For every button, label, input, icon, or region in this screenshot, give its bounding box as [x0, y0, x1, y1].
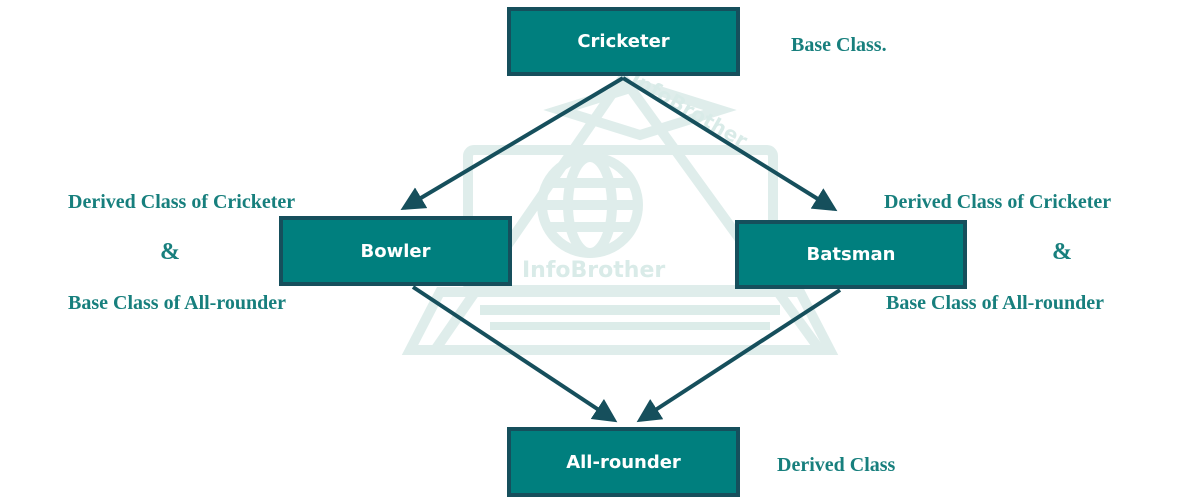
- annotation-batsman-base: Base Class of All-rounder: [886, 292, 1104, 314]
- watermark-brand-center: InfoBrother: [522, 258, 665, 283]
- class-box-batsman: Batsman: [735, 220, 967, 289]
- class-label-batsman: Batsman: [806, 244, 896, 265]
- annotation-bowler-base: Base Class of All-rounder: [68, 292, 286, 314]
- annotation-derived-class: Derived Class: [777, 454, 896, 476]
- annotation-bowler-ampersand: &: [160, 239, 180, 265]
- annotation-bowler-derived: Derived Class of Cricketer: [68, 191, 296, 213]
- annotation-base-class: Base Class.: [791, 34, 887, 56]
- arrow-batsman-to-allrounder: [636, 288, 842, 423]
- arrow-bowler-to-allrounder: [411, 285, 618, 423]
- class-label-cricketer: Cricketer: [577, 31, 670, 52]
- class-label-bowler: Bowler: [360, 240, 431, 262]
- annotation-batsman-derived: Derived Class of Cricketer: [884, 191, 1112, 213]
- annotation-batsman-ampersand: &: [1052, 239, 1072, 265]
- class-box-cricketer: Cricketer: [507, 7, 740, 76]
- class-label-allrounder: All-rounder: [566, 451, 681, 473]
- arrow-cricketer-to-bowler: [400, 76, 625, 211]
- arrow-cricketer-to-batsman: [621, 76, 838, 212]
- class-box-bowler: Bowler: [279, 216, 512, 286]
- class-box-allrounder: All-rounder: [507, 427, 740, 497]
